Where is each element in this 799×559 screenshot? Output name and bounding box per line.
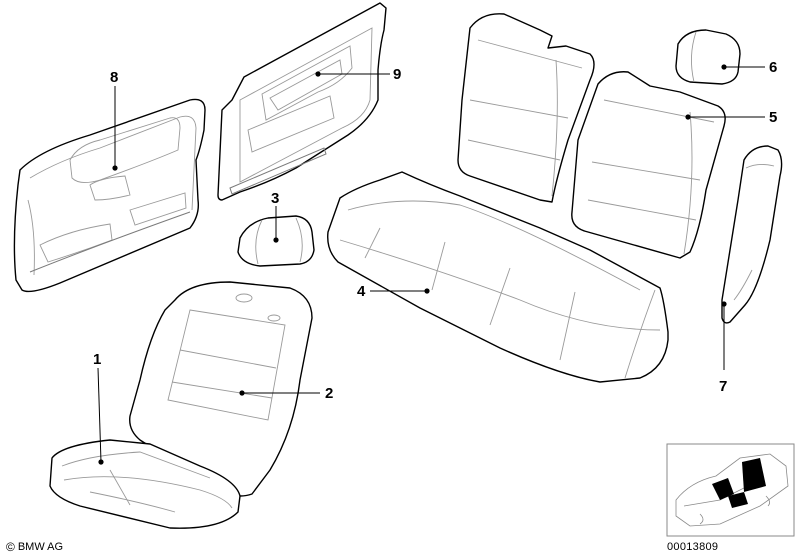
vehicle-location-inset — [666, 443, 795, 537]
part-1-front-cushion[interactable] — [49, 439, 241, 529]
part-5-rear-backrest-right[interactable] — [571, 71, 726, 259]
copyright-notice: © BMW AG — [6, 540, 63, 554]
callout-9: 9 — [393, 66, 401, 83]
copyright-text: BMW AG — [17, 541, 64, 553]
part-4-rear-cushion[interactable] — [327, 171, 669, 383]
callout-1: 1 — [93, 351, 101, 368]
part-7-side-bolster[interactable] — [721, 145, 783, 324]
callout-6: 6 — [769, 59, 777, 76]
part-8-front-door-panel[interactable] — [13, 98, 206, 293]
part-9-rear-side-panel[interactable] — [217, 2, 387, 201]
callout-3: 3 — [271, 190, 279, 207]
part-2-front-backrest[interactable] — [129, 281, 313, 497]
copyright-symbol: © — [6, 540, 15, 554]
rear-backrest-left[interactable] — [457, 13, 595, 203]
callout-2: 2 — [325, 385, 333, 402]
diagram-code: 00013809 — [667, 541, 719, 553]
leader-lines — [97, 64, 765, 465]
callout-7: 7 — [719, 378, 727, 395]
callout-5: 5 — [769, 109, 777, 126]
callout-8: 8 — [110, 69, 118, 86]
callout-4: 4 — [357, 283, 366, 300]
part-6-rear-headrest[interactable] — [675, 29, 741, 85]
